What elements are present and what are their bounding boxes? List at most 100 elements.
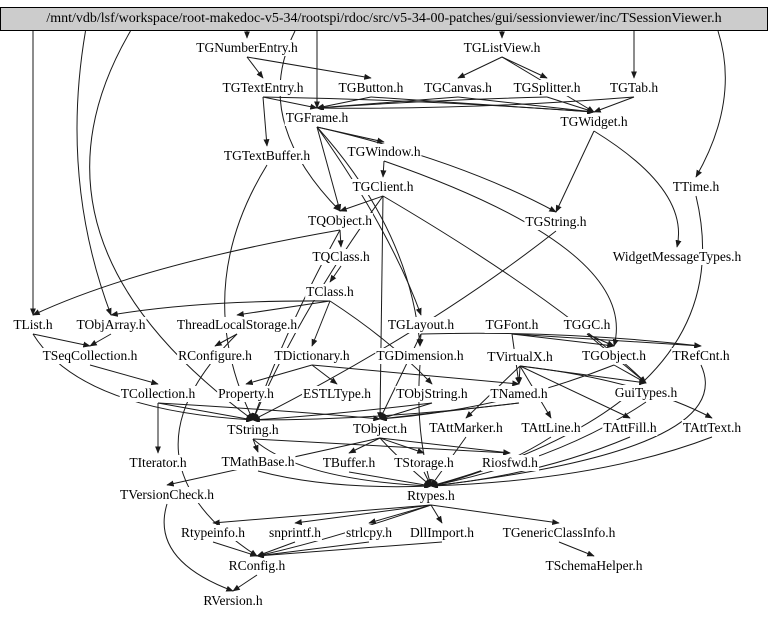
- include-edge: [89, 30, 254, 421]
- include-edge: [546, 96, 595, 113]
- graph-node-rtypes-h[interactable]: Rtypes.h: [406, 488, 456, 504]
- graph-node-tqclass-h[interactable]: TQClass.h: [311, 249, 371, 265]
- graph-node-tgwidget-h[interactable]: TGWidget.h: [559, 114, 629, 130]
- graph-node-tseqcollection-h[interactable]: TSeqCollection.h: [41, 348, 139, 364]
- include-edge: [110, 300, 331, 317]
- include-edge: [252, 438, 432, 489]
- include-edge: [311, 300, 331, 347]
- graph-node-tnamed-h[interactable]: TNamed.h: [489, 386, 549, 402]
- graph-node-tgstring-h[interactable]: TGString.h: [524, 214, 588, 230]
- graph-node-tstorage-h[interactable]: TStorage.h: [393, 455, 455, 471]
- include-edge: [262, 96, 318, 110]
- graph-node-ttime-h[interactable]: TTime.h: [671, 179, 721, 195]
- graph-node-guitypes-h[interactable]: GuiTypes.h: [613, 385, 679, 401]
- graph-node-tgsplitter-h[interactable]: TGSplitter.h: [512, 80, 582, 96]
- graph-node-tbuffer-h[interactable]: TBuffer.h: [321, 455, 377, 471]
- graph-node-riosfwd-h[interactable]: Riosfwd.h: [481, 455, 539, 471]
- graph-node-tlist-h[interactable]: TList.h: [12, 317, 54, 333]
- graph-node-tattmarker-h[interactable]: TAttMarker.h: [428, 420, 504, 436]
- graph-node-tclass-h[interactable]: TClass.h: [305, 284, 355, 300]
- include-edge: [379, 437, 511, 456]
- include-edge: [457, 56, 503, 79]
- include-edge: [417, 333, 424, 347]
- graph-node-tgfont-h[interactable]: TGFont.h: [484, 317, 540, 333]
- include-edge: [511, 333, 615, 349]
- graph-node-tgenericclassinfo-h[interactable]: TGenericClassInfo.h: [501, 525, 617, 541]
- include-edge: [519, 365, 647, 386]
- graph-node-tgcanvas-h[interactable]: TGCanvas.h: [423, 80, 493, 96]
- include-edge: [252, 402, 520, 423]
- graph-node-rconfig-h[interactable]: RConfig.h: [227, 558, 287, 574]
- include-edge: [316, 96, 635, 112]
- include-edge: [516, 365, 523, 385]
- graph-node-rconfigure-h[interactable]: RConfigure.h: [177, 348, 253, 364]
- graph-node-tggc-h[interactable]: TGGC.h: [562, 317, 612, 333]
- graph-node-tattfill-h[interactable]: TAttFill.h: [602, 420, 658, 436]
- graph-node-tstring-h[interactable]: TString.h: [226, 422, 280, 438]
- graph-node-tvirtualx-h[interactable]: TVirtualX.h: [486, 349, 554, 365]
- include-edge: [252, 438, 259, 453]
- include-edge: [246, 56, 264, 79]
- include-edge: [593, 130, 682, 248]
- graph-node-snprintf-h[interactable]: snprintf.h: [267, 525, 323, 541]
- graph-node-tobject-h[interactable]: TObject.h: [351, 421, 409, 437]
- include-edge: [157, 402, 254, 422]
- graph-node-tgclient-h[interactable]: TGClient.h: [351, 179, 415, 195]
- include-edge: [89, 364, 159, 386]
- include-edge: [311, 364, 338, 385]
- graph-node-tgtab-h[interactable]: TGTab.h: [608, 80, 660, 96]
- graph-node-threadlocalstorage-h[interactable]: ThreadLocalStorage.h: [175, 317, 299, 333]
- graph-node-tgobject-h[interactable]: TGObject.h: [580, 348, 648, 364]
- graph-node-tglayout-h[interactable]: TGLayout.h: [386, 317, 456, 333]
- include-edge: [370, 96, 595, 115]
- graph-node-tobjstring-h[interactable]: TObjString.h: [395, 386, 469, 402]
- include-edge: [555, 130, 595, 213]
- graph-node-trefcnt-h[interactable]: TRefCnt.h: [671, 348, 731, 364]
- graph-node-tdictionary-h[interactable]: TDictionary.h: [273, 348, 351, 364]
- include-edge: [76, 30, 112, 316]
- graph-node-tcollection-h[interactable]: TCollection.h: [119, 386, 197, 402]
- graph-node-tobjarray-h[interactable]: TObjArray.h: [75, 317, 147, 333]
- graph-node-rtypeinfo-h[interactable]: Rtypeinfo.h: [179, 525, 247, 541]
- graph-node-tglistview-h[interactable]: TGListView.h: [462, 40, 542, 56]
- include-edge: [157, 402, 381, 422]
- include-edge: [430, 436, 713, 489]
- include-edge: [262, 96, 270, 147]
- include-edge: [256, 504, 432, 558]
- graph-node-tgbutton-h[interactable]: TGButton.h: [337, 80, 405, 96]
- graph-node-estltype-h[interactable]: ESTLType.h: [302, 386, 372, 402]
- graph-node-rversion-h[interactable]: RVersion.h: [202, 593, 264, 609]
- include-edge: [348, 471, 432, 488]
- graph-node-tschemahelper-h[interactable]: TSchemaHelper.h: [544, 558, 644, 574]
- graph-node-tgtextentry-h[interactable]: TGTextEntry.h: [221, 80, 305, 96]
- graph-node-tversioncheck-h[interactable]: TVersionCheck.h: [118, 487, 216, 503]
- graph-node-tmathbase-h[interactable]: TMathBase.h: [220, 454, 296, 470]
- include-edge: [214, 333, 238, 347]
- graph-node-tgdimension-h[interactable]: TGDimension.h: [375, 348, 465, 364]
- root-file-node: /mnt/vdb/lsf/workspace/root-makedoc-v5-3…: [0, 7, 768, 31]
- graph-node-widgetmessagetypes-h[interactable]: WidgetMessageTypes.h: [611, 249, 743, 265]
- include-edge: [252, 438, 511, 456]
- graph-node-tatttext-h[interactable]: TAttText.h: [681, 420, 743, 436]
- graph-node-tgframe-h[interactable]: TGFrame.h: [284, 110, 350, 126]
- graph-node-property-h[interactable]: Property.h: [217, 386, 275, 402]
- include-edge: [329, 300, 433, 385]
- include-edge: [379, 437, 425, 454]
- include-edge: [420, 332, 702, 349]
- include-edge: [316, 96, 548, 111]
- include-edge: [337, 229, 344, 248]
- graph-node-tgtextbuffer-h[interactable]: TGTextBuffer.h: [222, 148, 312, 164]
- include-edge: [32, 229, 341, 316]
- include-edge: [89, 333, 112, 347]
- graph-node-titerator-h[interactable]: TIterator.h: [128, 455, 188, 471]
- graph-node-tgwindow-h[interactable]: TGWindow.h: [346, 144, 422, 160]
- include-edge: [430, 401, 647, 488]
- graph-node-tqobject-h[interactable]: TQObject.h: [306, 213, 374, 229]
- graph-node-tgnumberentry-h[interactable]: TGNumberEntry.h: [195, 40, 299, 56]
- graph-node-tattline-h[interactable]: TAttLine.h: [520, 420, 582, 436]
- graph-node-dllimport-h[interactable]: DllImport.h: [408, 525, 476, 541]
- graph-node-strlcpy-h[interactable]: strlcpy.h: [345, 525, 393, 541]
- include-edge: [316, 126, 342, 212]
- include-edge: [316, 126, 422, 316]
